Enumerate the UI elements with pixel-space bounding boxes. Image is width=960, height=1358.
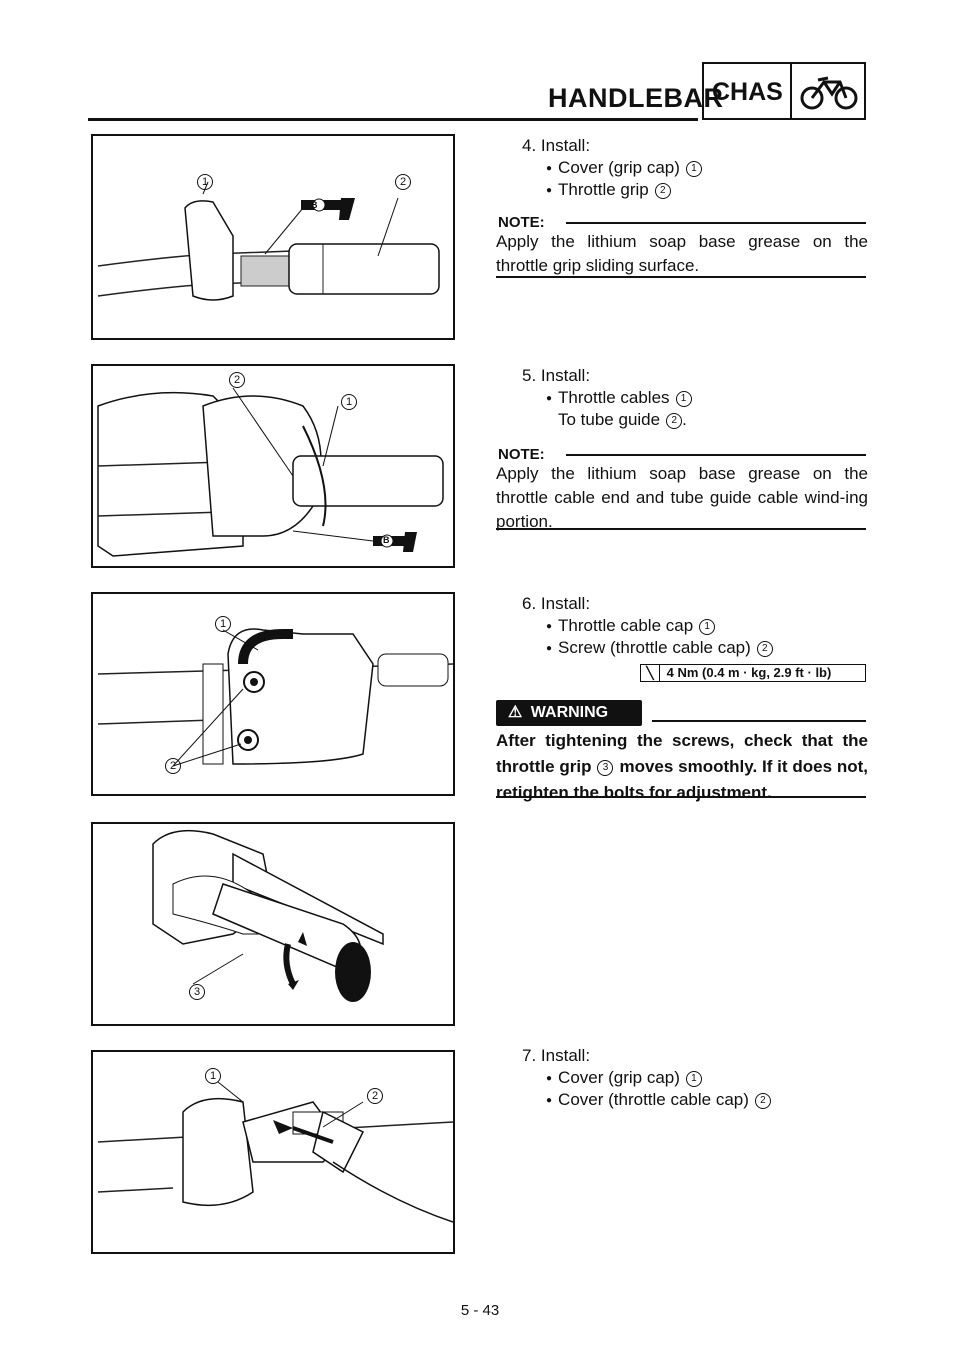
callout-1: 1 [197,174,213,190]
note-rule [566,222,866,224]
callout-1: 1 [341,394,357,410]
section-tab [702,62,866,120]
torque-value: 4 Nm (0.4 m · kg, 2.9 ft · lb) [666,665,832,680]
page-number: 5 - 43 [460,1302,500,1319]
figure-grip-covers: 1 2 [91,1050,455,1254]
note-label: NOTE: [498,446,545,463]
section-code: CHAS [712,78,783,106]
warning-text: After tightening the screws, check that … [496,731,868,802]
callout-2: 2 [229,372,245,388]
warning-icon: ⚠ [508,704,523,721]
step-7-title: 7. Install: [522,1046,591,1065]
note-rule [566,454,866,456]
note-label: NOTE: [498,214,545,231]
step-4-title: 4. Install: [522,136,591,155]
figure-cable-cap: 1 2 [91,592,455,796]
step-7-item: Cover (grip cap)1 [546,1066,702,1093]
torque-spec: ╲ 4 Nm (0.4 m · kg, 2.9 ft · lb) [640,664,866,682]
figure-throttle-grip: B 1 2 [91,134,455,340]
step-6-item: Screw (throttle cable cap)2 [546,636,773,663]
callout-2: 2 [165,758,181,774]
step-7-item: Cover (throttle cable cap)2 [546,1088,771,1115]
page-title: HANDLEBAR [548,83,724,113]
callout-2: 2 [395,174,411,190]
note-end-rule [496,276,866,278]
callout-1: 1 [215,616,231,632]
header-rule [88,118,698,121]
warning-rule [652,720,866,722]
step-5-title: 5. Install: [522,366,591,385]
grease-mark: B [383,535,390,545]
note-end-rule [496,528,866,530]
warning-label: WARNING [530,704,609,721]
warning-end-rule [496,796,866,798]
step-4-item: Cover (grip cap)1 [546,156,702,183]
motorcycle-icon [800,76,858,110]
section-tab-divider [790,62,792,120]
figure-throttle-cables: B 2 1 [91,364,455,568]
callout-3: 3 [189,984,205,1000]
note-text: Apply the lithium soap base grease on th… [496,232,868,275]
figure-throttle-grip-movement: 3 [91,822,455,1026]
warning-badge: ⚠ WARNING [496,700,642,726]
grease-mark: B [311,200,318,210]
torque-wrench-icon: ╲ [641,665,660,681]
note-text: Apply the lithium soap base grease on th… [496,464,868,531]
callout-2: 2 [367,1088,383,1104]
step-6-title: 6. Install: [522,594,591,613]
callout-1: 1 [205,1068,221,1084]
